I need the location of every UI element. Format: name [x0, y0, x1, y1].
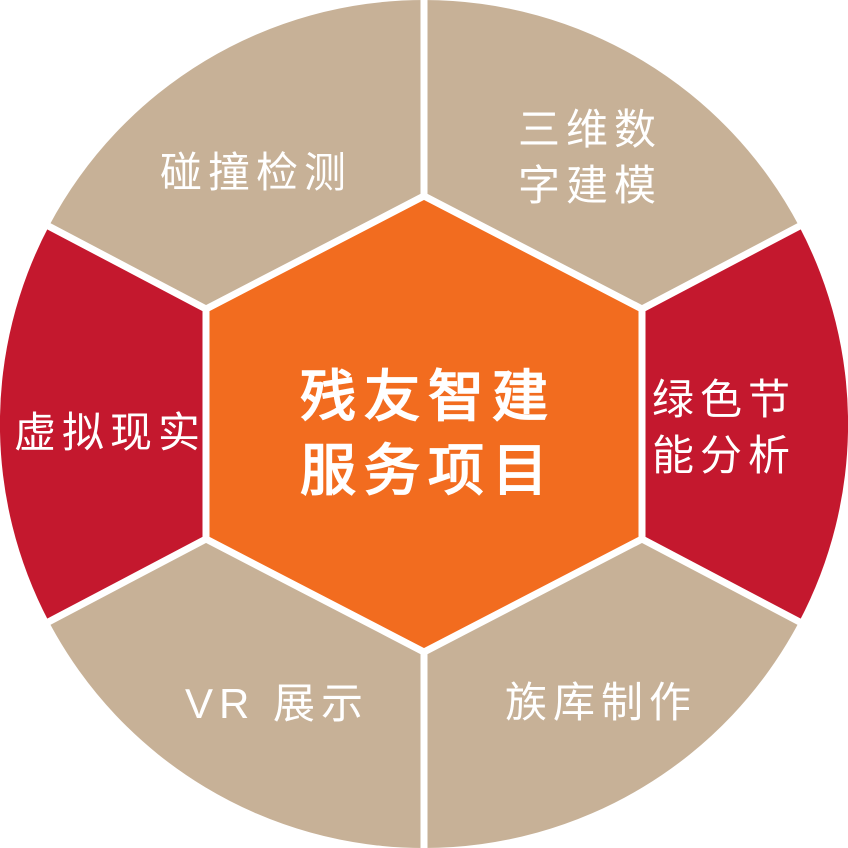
sector-label-bottom-right: 族库制作	[505, 679, 697, 726]
center-title-line2: 服务项目	[300, 439, 556, 502]
sector-label-right-line2: 能分析	[652, 432, 796, 479]
sector-label-top-right-line2: 字建模	[518, 162, 662, 209]
center-title-line1: 残友智建	[300, 365, 556, 428]
divider-line-lower-right	[640, 535, 815, 633]
sector-label-top-left: 碰撞检测	[160, 149, 352, 196]
sector-label-top-right-line1: 三维数	[518, 106, 662, 153]
divider-line-upper-right	[640, 215, 815, 313]
divider-lines	[33, 0, 815, 848]
divider-line-lower-left	[33, 535, 208, 633]
center-hexagon	[202, 192, 646, 656]
sector-label-left: 虚拟现实	[14, 409, 206, 456]
sector-label-bottom-left: VR 展示	[185, 680, 369, 727]
sector-label-right-line1: 绿色节	[652, 376, 796, 423]
divider-line-upper-left	[33, 215, 208, 313]
